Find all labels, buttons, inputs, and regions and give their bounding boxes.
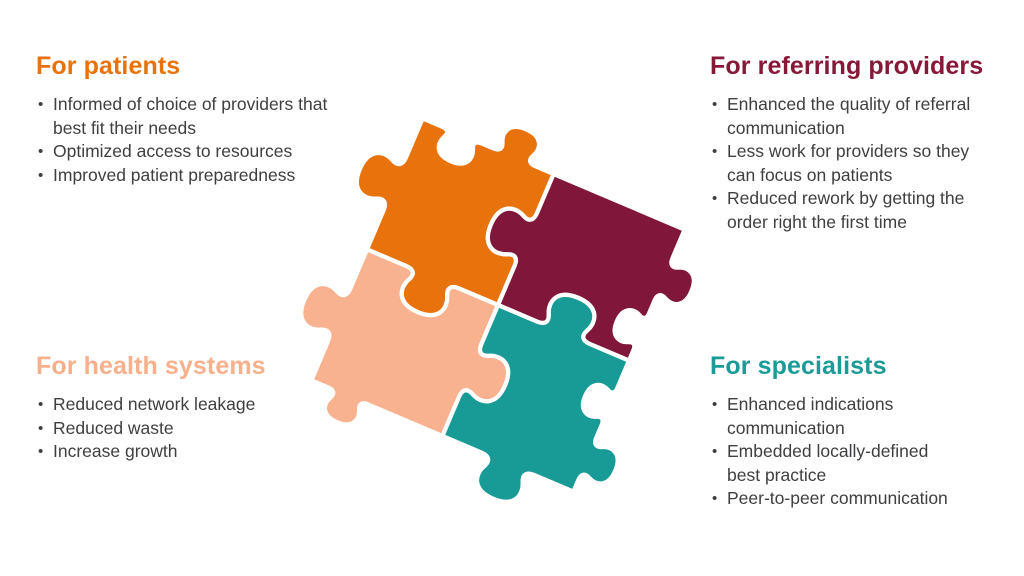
section-specialists: For specialists Enhanced indications com… xyxy=(710,352,948,511)
section-patients: For patients Informed of choice of provi… xyxy=(36,52,358,187)
list-item: Informed of choice of providers that bes… xyxy=(36,93,358,140)
list-item: Improved patient preparedness xyxy=(36,164,358,188)
patients-bullet-list: Informed of choice of providers that bes… xyxy=(36,93,358,187)
referring-providers-bullet-list: Enhanced the quality of referral communi… xyxy=(710,93,995,234)
puzzle-piece-specialists xyxy=(440,292,632,504)
list-item: Peer-to-peer communication xyxy=(710,487,948,511)
list-item: Enhanced indications communication xyxy=(710,393,948,440)
list-item: Optimized access to resources xyxy=(36,140,358,164)
list-item: Reduced rework by getting the order righ… xyxy=(710,187,995,234)
patients-heading: For patients xyxy=(36,52,181,80)
section-referring-providers: For referring providers Enhanced the qua… xyxy=(710,52,995,234)
specialists-heading: For specialists xyxy=(710,352,887,380)
list-item: Reduced waste xyxy=(36,417,336,441)
puzzle-graphic xyxy=(255,62,740,547)
list-item: Less work for providers so they can focu… xyxy=(710,140,995,187)
specialists-bullet-list: Enhanced indications communication Embed… xyxy=(710,393,948,511)
list-item: Reduced network leakage xyxy=(36,393,336,417)
list-item: Increase growth xyxy=(36,440,336,464)
section-health-systems: For health systems Reduced network leaka… xyxy=(36,352,336,464)
referring-providers-heading: For referring providers xyxy=(710,52,984,80)
list-item: Embedded locally-defined best practice xyxy=(710,440,948,487)
list-item: Enhanced the quality of referral communi… xyxy=(710,93,995,140)
health-systems-bullet-list: Reduced network leakage Reduced waste In… xyxy=(36,393,336,464)
health-systems-heading: For health systems xyxy=(36,352,266,380)
